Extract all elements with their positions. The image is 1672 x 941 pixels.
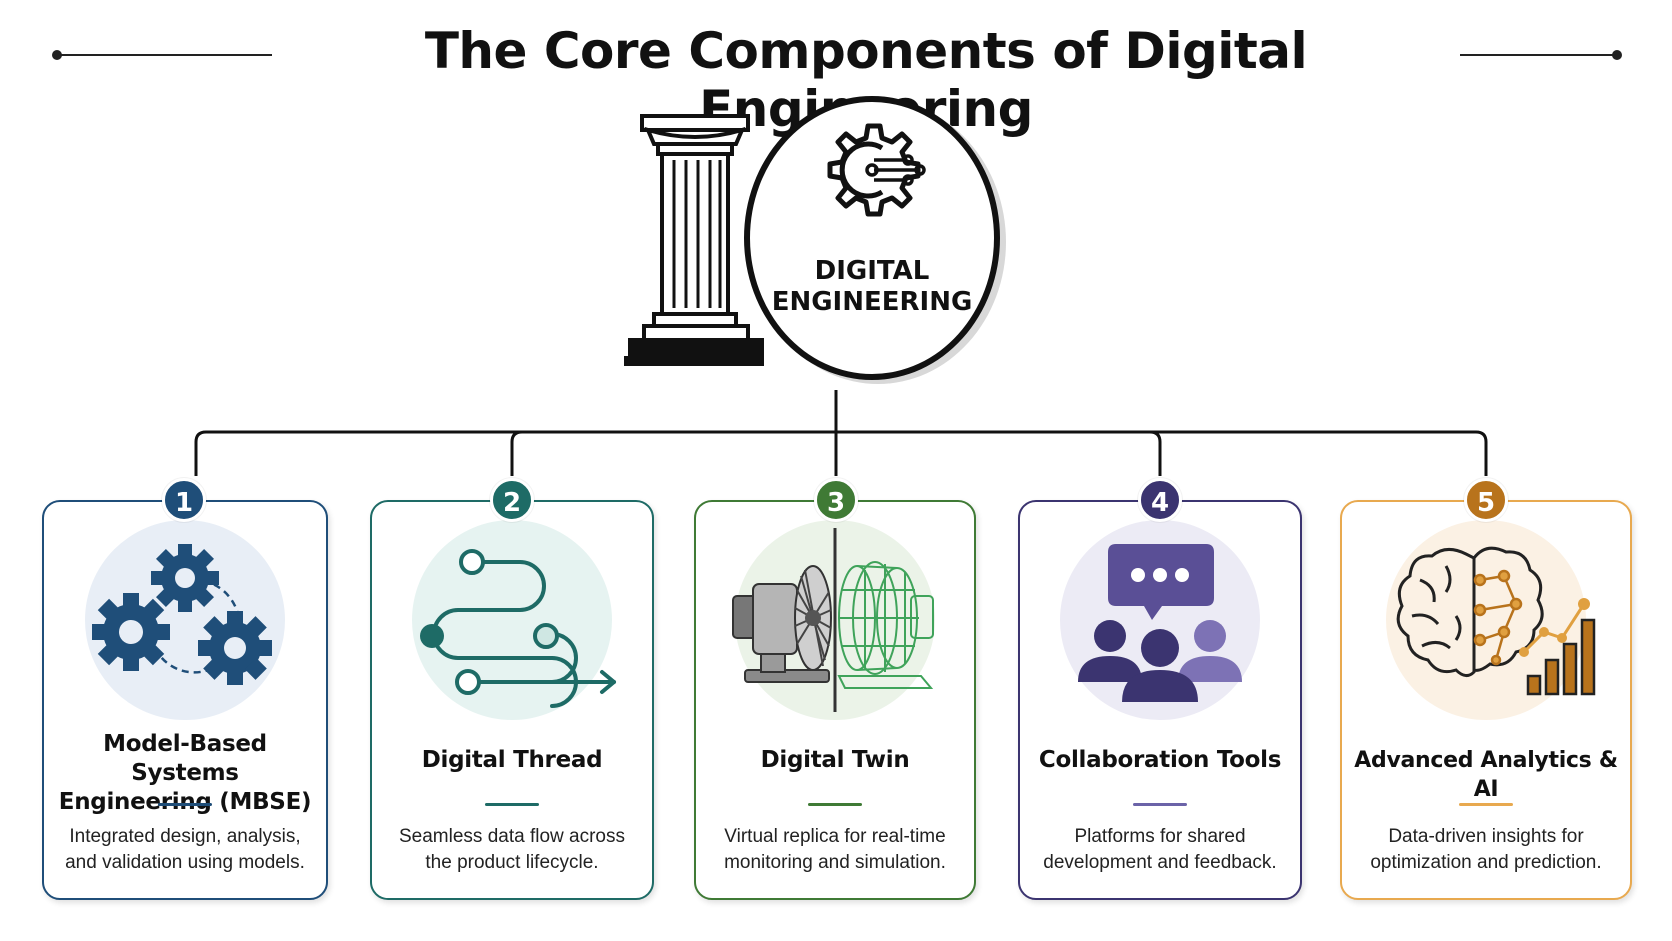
icon-holder [1376, 520, 1596, 720]
card-description-line1: Seamless data flow across [399, 826, 625, 847]
card-description-line2: and validation using models. [65, 852, 305, 873]
hub-label-line1: DIGITAL [814, 256, 930, 286]
card-title: Digital Twin [704, 746, 966, 775]
connector-branch-2 [510, 430, 523, 476]
step-badge-2: 2 [490, 478, 534, 522]
card-title: Collaboration Tools [1028, 746, 1292, 775]
title-dot-right [1612, 50, 1622, 60]
card-accent-rule [1459, 803, 1513, 806]
card-description-line1: Integrated design, analysis, [69, 826, 301, 847]
connector-bus [194, 430, 1488, 476]
card-title-line1: Collaboration Tools [1038, 747, 1282, 773]
card-description-line2: monitoring and simulation. [724, 852, 946, 873]
component-card-digital-twin: Digital Twin Virtual replica for real-ti… [694, 500, 976, 900]
card-description: Platforms for shared development and fee… [1030, 824, 1290, 876]
card-description-line1: Platforms for shared [1074, 826, 1246, 847]
card-title: Model-Based Systems Engineering (MBSE) [52, 730, 318, 817]
icon-holder [75, 520, 295, 720]
hub-label-line2: ENGINEERING [771, 287, 973, 317]
title-rule-right [1460, 54, 1616, 56]
card-title-line1: Digital Twin [760, 747, 910, 773]
icon-holder [725, 520, 945, 720]
hub-label: DIGITAL ENGINEERING [744, 256, 1000, 318]
card-accent-rule [808, 803, 862, 806]
icon-holder [402, 520, 622, 720]
component-card-collaboration-tools: Collaboration Tools Platforms for shared… [1018, 500, 1302, 900]
card-accent-rule [485, 803, 539, 806]
card-title: Digital Thread [380, 746, 644, 775]
card-description-line2: the product lifecycle. [425, 852, 599, 873]
card-description: Data-driven insights for optimization an… [1352, 824, 1620, 876]
step-badge-5: 5 [1464, 478, 1508, 522]
component-card-digital-thread: Digital Thread Seamless data flow across… [370, 500, 654, 900]
card-title: Advanced Analytics & AI [1350, 746, 1622, 804]
card-description: Virtual replica for real-time monitoring… [706, 824, 964, 876]
pillar-icon [624, 114, 764, 366]
card-accent-rule [1133, 803, 1187, 806]
card-title-line1: Digital Thread [421, 747, 603, 773]
card-description: Integrated design, analysis, and validat… [54, 824, 316, 876]
component-card-advanced-analytics-ai: Advanced Analytics & AI Data-driven insi… [1340, 500, 1632, 900]
turbine-twin-icon [732, 520, 935, 720]
step-badge-3: 3 [814, 478, 858, 522]
card-title-line2: Engineering (MBSE) [58, 789, 312, 815]
gear-circuit-icon [827, 123, 926, 217]
team-chat-icon [1060, 520, 1260, 720]
brain-chart-icon [1386, 520, 1596, 720]
card-title-line1: Model-Based Systems [103, 731, 267, 786]
card-description-line1: Virtual replica for real-time [724, 826, 946, 847]
card-title-line1: Advanced Analytics & AI [1354, 748, 1618, 802]
icon-holder [1050, 520, 1270, 720]
card-description: Seamless data flow across the product li… [382, 824, 642, 876]
card-description-line1: Data-driven insights for [1388, 826, 1584, 847]
title-rule-left [56, 54, 272, 56]
gears-icon [85, 520, 285, 720]
thread-path-icon [412, 520, 616, 720]
component-card-mbse: Model-Based Systems Engineering (MBSE) I… [42, 500, 328, 900]
card-description-line2: optimization and prediction. [1370, 852, 1602, 873]
card-description-line2: development and feedback. [1043, 852, 1277, 873]
step-badge-4: 4 [1138, 478, 1182, 522]
card-accent-rule [158, 803, 212, 806]
hub: DIGITAL ENGINEERING [620, 96, 1000, 388]
connector-branch-4 [1149, 430, 1162, 476]
step-badge-1: 1 [162, 478, 206, 522]
